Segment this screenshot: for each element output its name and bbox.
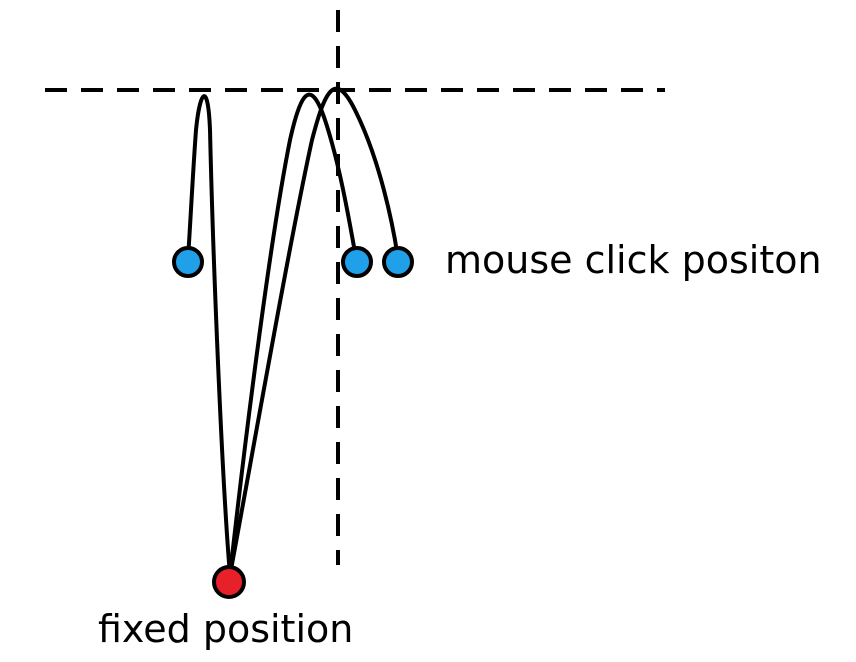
arc-to-right-click [228,86,400,577]
click-point-left [172,246,204,278]
mouse-click-label: mouse click positon [445,238,822,282]
arc-to-left-click [186,94,232,577]
click-point-middle [341,246,373,278]
click-point-right [382,246,414,278]
fixed-position-label: fixed position [98,607,353,651]
arc-to-middle-click [228,92,358,577]
fixed-point [212,565,246,599]
